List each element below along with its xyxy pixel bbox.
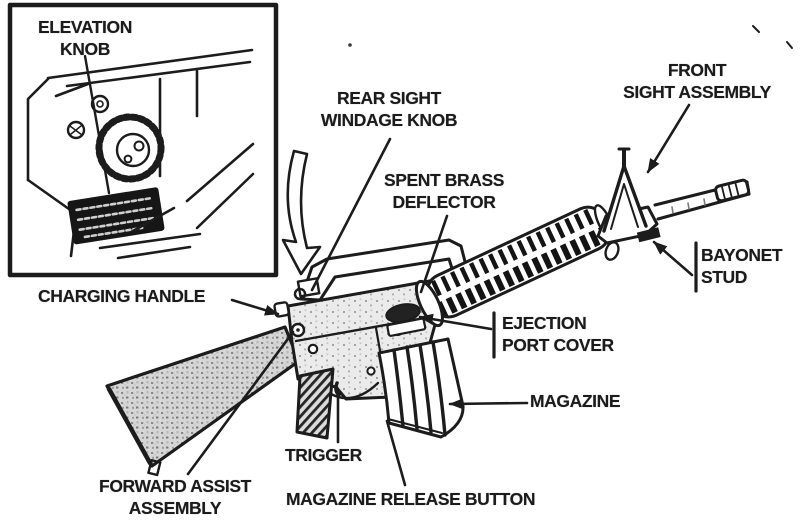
label-elevation-knob: ELEVATION KNOB: [14, 16, 156, 60]
front-sight-assembly-part: [596, 147, 661, 261]
handguard: [414, 204, 615, 328]
magazine-release-button-part: [366, 366, 376, 376]
inset-pointer-arrow: [281, 149, 322, 276]
label-magazine-release-button: MAGAZINE RELEASE BUTTON: [286, 489, 536, 509]
trigger-guard: [329, 381, 380, 400]
barrel: [653, 178, 751, 221]
label-forward-assist-line2: ASSEMBLY: [128, 498, 222, 518]
label-bayonet-stud-line1: BAYONET: [701, 245, 783, 265]
inset-detail-drawing: [26, 48, 255, 260]
label-bayonet-stud: BAYONET STUD: [701, 244, 783, 288]
label-trigger: TRIGGER: [285, 445, 362, 465]
label-elevation-knob-line2: KNOB: [60, 39, 110, 59]
label-rear-sight-windage-knob: REAR SIGHT WINDAGE KNOB: [300, 87, 478, 131]
leader-magazine-release-button: [385, 419, 407, 487]
label-spent-brass-deflector: SPENT BRASS DEFLECTOR: [355, 169, 533, 213]
label-forward-assist-line1: FORWARD ASSIST: [99, 476, 251, 496]
label-front-sight-line2: SIGHT ASSEMBLY: [623, 82, 771, 102]
forward-assist-part: [290, 322, 306, 338]
magazine-part: [377, 337, 465, 439]
label-ejection-port-line2: PORT COVER: [502, 335, 614, 355]
scan-noise-specks: [348, 25, 793, 49]
label-elevation-knob-line1: ELEVATION: [38, 17, 132, 37]
label-spent-brass-line1: SPENT BRASS: [383, 170, 505, 190]
leader-spent-brass-deflector: [419, 214, 449, 294]
inset-box: [7, 2, 279, 278]
label-spent-brass-line2: DEFLECTOR: [392, 192, 496, 212]
leader-elevation-knob: [83, 54, 111, 195]
label-front-sight-line1: FRONT: [667, 60, 727, 80]
label-bayonet-stud-line2: STUD: [701, 267, 748, 287]
label-ejection-port-cover: EJECTION PORT COVER: [502, 312, 614, 356]
leader-charging-handle: [230, 298, 280, 316]
label-charging-handle: CHARGING HANDLE: [38, 286, 206, 306]
front-sling-swivel-part: [604, 241, 620, 261]
rifle-drawing: [105, 147, 751, 477]
windage-knob-part: [293, 287, 307, 301]
leader-ejection-port-cover: [418, 313, 493, 331]
leader-magazine: [448, 398, 529, 410]
label-front-sight-assembly: FRONT SIGHT ASSEMBLY: [606, 59, 788, 103]
label-magazine: MAGAZINE: [530, 391, 621, 411]
label-rear-sight-line1: REAR SIGHT: [337, 88, 441, 108]
label-ejection-port-line1: EJECTION: [502, 313, 587, 333]
leader-rear-sight-windage-knob: [310, 137, 392, 292]
leader-front-sight-assembly: [646, 103, 691, 174]
bayonet-stud-part: [636, 227, 661, 243]
pistol-grip: [295, 367, 335, 440]
label-rear-sight-line2: WINDAGE KNOB: [320, 110, 458, 130]
flash-suppressor: [714, 178, 751, 203]
label-forward-assist-assembly: FORWARD ASSIST ASSEMBLY: [90, 475, 260, 519]
leader-forward-assist-assembly: [186, 330, 295, 476]
leader-bayonet-stud: [652, 240, 694, 277]
leader-lines: [186, 103, 698, 487]
